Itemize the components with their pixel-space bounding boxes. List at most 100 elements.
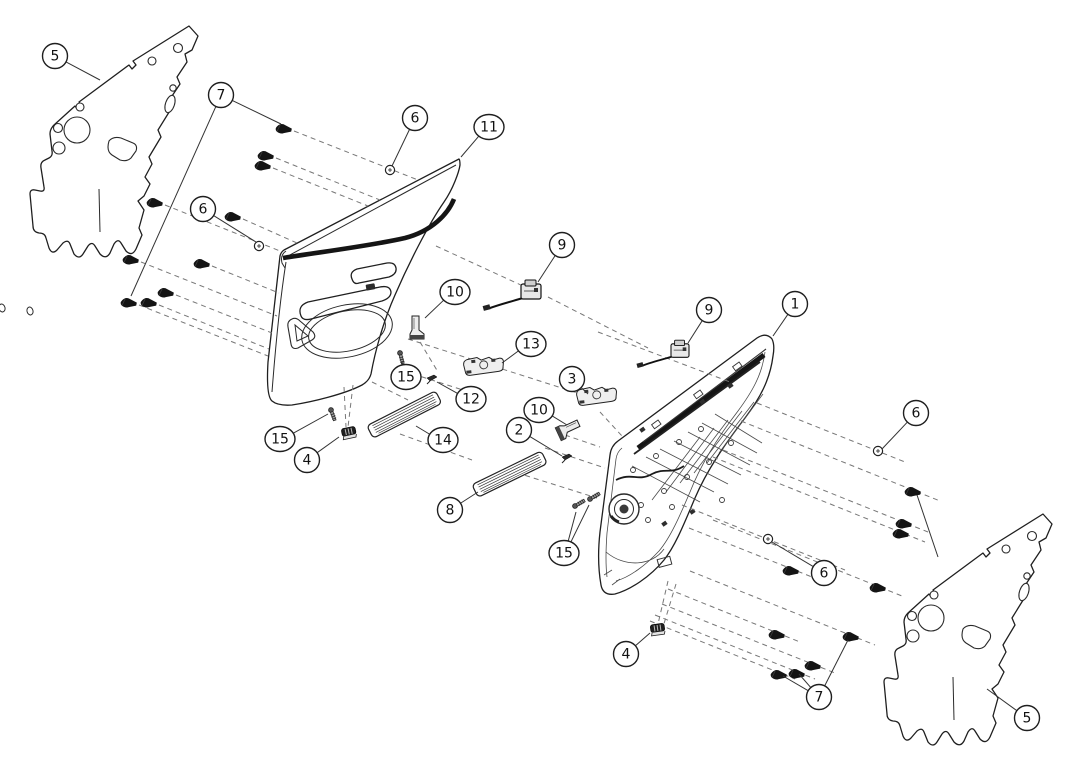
switch-with-pigtail: [481, 279, 542, 312]
fastener-axis-line: [689, 570, 876, 646]
fastener-axis-line: [649, 620, 796, 680]
callout-6: 6: [189, 195, 257, 243]
callout-leader: [537, 255, 556, 283]
callout-13: 13: [501, 330, 547, 364]
callout-leader: [232, 99, 282, 125]
callout-circle: [805, 683, 833, 711]
callout-leader: [130, 106, 217, 297]
push-pin-fastener: [903, 485, 922, 499]
grommet: [872, 445, 884, 457]
callout-circle: [558, 365, 586, 393]
push-pin-fastener: [868, 581, 887, 595]
push-pin-fastener: [781, 564, 800, 578]
door-trim-panel-back-view: [597, 334, 775, 595]
callout-number: 2: [515, 423, 524, 439]
callout-leader: [986, 688, 1018, 712]
screw: [571, 498, 587, 510]
callout-leader: [824, 639, 849, 687]
callout-number: 8: [446, 503, 455, 519]
fastener-axis-line: [140, 261, 278, 317]
callout-circle: [439, 278, 471, 306]
fastener-axis-line: [662, 583, 677, 628]
callout-6: 6: [881, 399, 930, 450]
callout-leader: [881, 421, 908, 450]
callout-number: 9: [558, 238, 567, 254]
screw: [327, 406, 338, 422]
push-pin-fastener: [253, 159, 272, 173]
fastener-axis-line: [597, 331, 731, 383]
callout-15: 15: [264, 413, 329, 453]
callout-circle: [401, 104, 429, 132]
scuff-strip: [471, 450, 548, 498]
callout-circle: [1013, 704, 1041, 732]
callout-leader: [529, 436, 563, 457]
callout-circle: [293, 446, 321, 474]
fastener-axis-line: [242, 218, 298, 244]
callout-number: 10: [446, 285, 464, 301]
belt-garnish-band: [282, 198, 457, 261]
callout-6: 6: [391, 104, 429, 167]
callout-7: 7: [130, 81, 282, 297]
push-pin-fastener: [767, 628, 786, 642]
switch-with-pigtail: [635, 339, 690, 369]
callout-5: 5: [41, 42, 101, 81]
callout-6: 6: [771, 541, 838, 587]
callout-circle: [781, 290, 809, 318]
callout-leader: [771, 541, 814, 568]
fastener-axis-line: [371, 381, 409, 401]
screw: [396, 349, 406, 365]
retaining-clip: [561, 453, 573, 464]
callout-15: 15: [548, 504, 590, 567]
callout-14: 14: [415, 425, 459, 454]
fastener-axis-line: [138, 304, 269, 357]
callout-number: 7: [815, 690, 824, 706]
callout-5: 5: [986, 688, 1041, 732]
callout-circle: [189, 195, 217, 223]
callout-leader: [782, 675, 809, 692]
fastener-axis-line: [564, 434, 601, 448]
callout-4: 4: [293, 436, 340, 474]
callout-circle: [612, 640, 640, 668]
callout-leader: [635, 632, 651, 647]
callout-number: 12: [462, 392, 480, 408]
fastener-axis-line: [712, 519, 903, 597]
fastener-axis-line: [507, 469, 598, 499]
callout-circle: [390, 363, 422, 391]
fastener-axis-line: [654, 614, 816, 680]
callout-number: 1: [791, 297, 800, 313]
callout-number: 15: [271, 432, 289, 448]
callout-9: 9: [537, 231, 576, 283]
fastener-axis-line: [547, 296, 649, 349]
fastener-axis-line: [158, 304, 270, 350]
grommet: [762, 533, 774, 545]
callout-leader: [567, 511, 577, 542]
pocket-slot: [656, 555, 673, 569]
callout-circle: [436, 496, 464, 524]
fastener-axis-line: [657, 580, 669, 625]
speaker-grille-opening: [287, 317, 316, 350]
callout-number: 4: [622, 647, 631, 663]
callout-circle: [695, 296, 723, 324]
callout-circle: [473, 113, 505, 141]
grommet: [253, 240, 265, 252]
fastener-axis-line: [412, 373, 467, 392]
callout-circle: [41, 42, 69, 70]
callout-1: 1: [772, 290, 809, 337]
push-pin-fastener: [121, 253, 140, 267]
callout-leader: [687, 320, 703, 344]
callout-number: 7: [217, 88, 226, 104]
push-pin-fastener: [274, 122, 293, 136]
callout-number: 15: [555, 546, 573, 562]
callout-leader: [551, 415, 568, 426]
grommet: [384, 164, 396, 176]
fastener-axis-line: [712, 456, 926, 543]
callout-10: 10: [523, 396, 568, 426]
callout-number: 13: [522, 337, 540, 353]
callout-15: 15: [390, 360, 422, 391]
speaker: [608, 493, 640, 525]
door-pocket-recess: [301, 303, 393, 359]
ribbed-clip: [340, 425, 358, 441]
push-pin-fastener: [119, 296, 138, 310]
